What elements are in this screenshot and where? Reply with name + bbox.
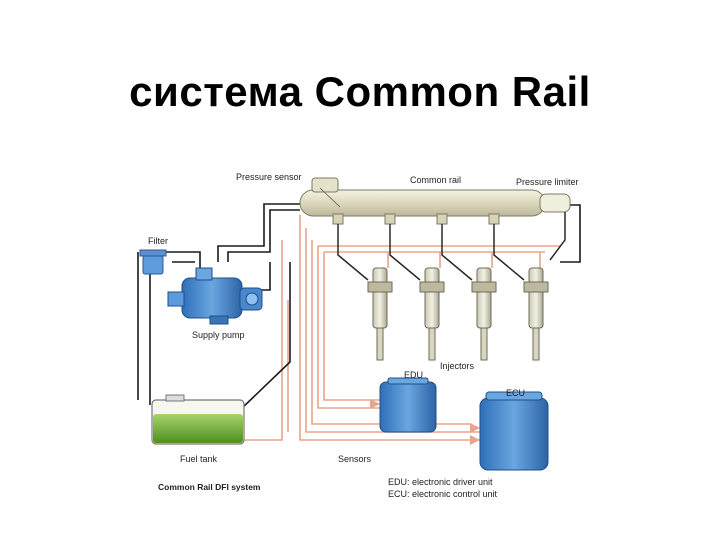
injector-2 bbox=[419, 267, 445, 361]
slide-title: система Common Rail bbox=[129, 68, 591, 115]
injectors bbox=[367, 267, 549, 361]
fuel-filter bbox=[139, 249, 167, 275]
fuel-tank bbox=[151, 394, 245, 445]
label-edu: EDU bbox=[404, 370, 423, 380]
ecu-unit bbox=[479, 391, 549, 471]
edu-unit bbox=[379, 377, 437, 433]
legend-ecu: ECU: electronic control unit bbox=[388, 489, 498, 499]
supply-pump bbox=[167, 267, 263, 325]
label-common-rail: Common rail bbox=[410, 175, 461, 185]
injector-pipes bbox=[337, 212, 566, 281]
common-rail bbox=[299, 177, 571, 225]
label-pressure-sensor: Pressure sensor bbox=[236, 172, 302, 182]
sensor-label-leader bbox=[319, 187, 341, 208]
sensor-signal-lines bbox=[236, 215, 560, 441]
label-sensors: Sensors bbox=[338, 454, 372, 464]
diagram-footer: Common Rail DFI system EDU: electronic d… bbox=[158, 477, 498, 499]
injector-3 bbox=[471, 267, 497, 361]
label-pressure-limiter: Pressure limiter bbox=[516, 177, 579, 187]
injector-1 bbox=[367, 267, 393, 361]
label-injectors: Injectors bbox=[440, 361, 475, 371]
label-fuel-tank: Fuel tank bbox=[180, 454, 218, 464]
diagram-labels: Pressure sensor Common rail Pressure lim… bbox=[148, 172, 579, 464]
legend-edu: EDU: electronic driver unit bbox=[388, 477, 493, 487]
diagram-caption: Common Rail DFI system bbox=[158, 482, 261, 492]
label-supply-pump: Supply pump bbox=[192, 330, 245, 340]
label-filter: Filter bbox=[148, 236, 168, 246]
injector-4 bbox=[523, 267, 549, 361]
signal-arrowheads bbox=[370, 399, 480, 445]
label-ecu: ECU bbox=[506, 388, 525, 398]
